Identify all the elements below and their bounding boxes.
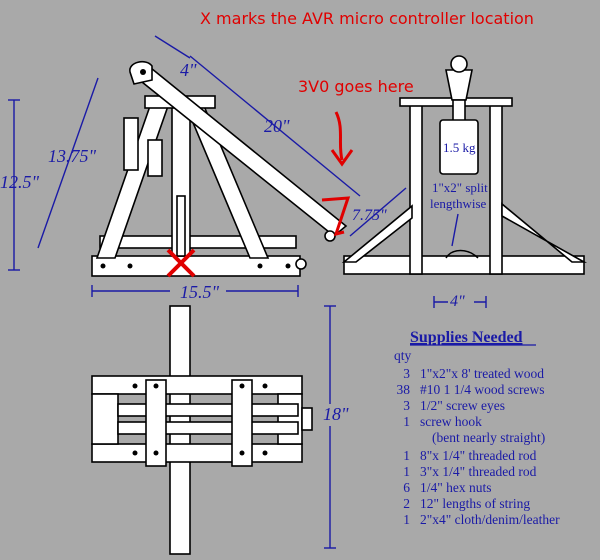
plan-arm-board xyxy=(117,421,299,435)
supply-item: 2"x4" cloth/denim/leather xyxy=(420,512,560,527)
supplies-qty-header: qty xyxy=(394,348,412,363)
plan-bottom-rail xyxy=(91,443,303,463)
supply-qty: 38 xyxy=(397,382,411,397)
side-crossbar xyxy=(99,235,297,249)
supply-item: #10 1 1/4 wood screws xyxy=(420,382,545,397)
dim-label-bg xyxy=(448,290,474,310)
front-base xyxy=(343,255,585,275)
supply-item: 1/2" screw eyes xyxy=(420,398,505,413)
side-counterweight xyxy=(123,117,139,171)
avr-note: X marks the AVR micro controller locatio… xyxy=(200,9,534,28)
plan-cross-block xyxy=(231,379,253,467)
supply-qty: 3 xyxy=(403,366,410,381)
supply-qty: 1 xyxy=(403,414,410,429)
weight-label: 1.5 kg xyxy=(443,140,476,155)
side-bolt xyxy=(127,263,133,269)
side-screw-eye xyxy=(295,258,307,270)
side-bolt xyxy=(100,263,106,269)
supplies-title: Supplies Needed xyxy=(410,329,523,346)
split-note-line1: 1"x2" split xyxy=(432,180,488,195)
dim-side-label: 4" xyxy=(450,293,465,310)
supply-item: (bent nearly straight) xyxy=(432,430,545,445)
supply-item: 3"x 1/4" threaded rod xyxy=(420,464,537,479)
supply-item: screw hook xyxy=(420,414,482,429)
plan-left-block xyxy=(91,393,119,445)
front-right-brace xyxy=(501,202,588,263)
dim-height-label: 12.5" xyxy=(0,172,40,192)
side-view: 12.5" 13.75" 4" 20" 7.75" 15.5" 3V0 goes… xyxy=(0,35,414,302)
v3-arrow-icon xyxy=(334,111,344,161)
supplies-list: Supplies Needed qty 3 1"x2"x 8' treated … xyxy=(394,329,560,527)
dim-base-label: 15.5" xyxy=(180,282,220,302)
dim-plan-label: 18" xyxy=(323,404,349,424)
side-sling-ring xyxy=(324,230,336,242)
supply-item: 1/4" hex nuts xyxy=(420,480,492,495)
side-trigger-post xyxy=(176,195,186,257)
front-hanger xyxy=(445,69,473,101)
plan-bolt xyxy=(239,383,245,389)
plan-cross-block xyxy=(145,379,167,467)
v3-note: 3V0 goes here xyxy=(298,77,414,96)
plan-bolt xyxy=(262,383,268,389)
dim-line-arm xyxy=(189,55,361,197)
supply-qty: 2 xyxy=(403,496,410,511)
v3-connection-icon xyxy=(321,196,351,237)
front-left-upright xyxy=(409,103,423,275)
plan-bolt xyxy=(153,450,159,456)
side-bolt xyxy=(257,263,263,269)
dim-line-leg xyxy=(37,77,99,249)
plan-rod-end xyxy=(301,407,313,431)
supply-qty: 1 xyxy=(403,464,410,479)
dim-cup-label: 7.75" xyxy=(352,207,387,224)
split-note-arrow-icon xyxy=(451,213,459,247)
plan-bolt xyxy=(262,450,268,456)
avr-location-x-icon xyxy=(166,248,196,278)
dim-line-top xyxy=(154,35,191,59)
dim-label-bg xyxy=(322,404,356,426)
front-hanger-strap xyxy=(452,99,466,123)
supply-qty: 1 xyxy=(403,448,410,463)
plan-top-rail xyxy=(91,375,303,395)
split-note-line2: lengthwise xyxy=(430,196,487,211)
supply-item: 12" lengths of string xyxy=(420,496,530,511)
supply-qty: 6 xyxy=(403,480,410,495)
supply-item: 8"x 1/4" threaded rod xyxy=(420,448,537,463)
plan-bolt xyxy=(132,383,138,389)
side-bolt xyxy=(285,263,291,269)
dim-top-label: 4" xyxy=(180,60,197,80)
supply-qty: 3 xyxy=(403,398,410,413)
plan-right-block xyxy=(277,393,303,445)
front-pivot xyxy=(450,55,468,73)
plan-bolt xyxy=(239,450,245,456)
side-base-beam xyxy=(91,255,301,277)
front-sling xyxy=(445,249,479,259)
front-view: 1.5 kg 1"x2" split lengthwise 4" xyxy=(341,55,588,310)
front-right-upright xyxy=(489,103,503,275)
dim-leg-label: 13.75" xyxy=(48,146,97,166)
plan-arm-board xyxy=(117,403,299,417)
plan-bolt xyxy=(153,383,159,389)
side-weight-block xyxy=(147,139,163,177)
dim-line-cup xyxy=(349,187,407,237)
weight-box xyxy=(439,119,479,175)
dim-arm-label: 20" xyxy=(264,116,290,136)
side-pivot-bolt xyxy=(140,69,146,75)
plan-view: 18" xyxy=(91,305,356,555)
plan-bolt xyxy=(132,450,138,456)
v3-arrow-head-icon xyxy=(330,149,354,167)
supply-qty: 1 xyxy=(403,512,410,527)
front-left-brace xyxy=(341,204,413,263)
dim-label-bg xyxy=(170,280,226,300)
supply-item: 1"x2"x 8' treated wood xyxy=(420,366,544,381)
